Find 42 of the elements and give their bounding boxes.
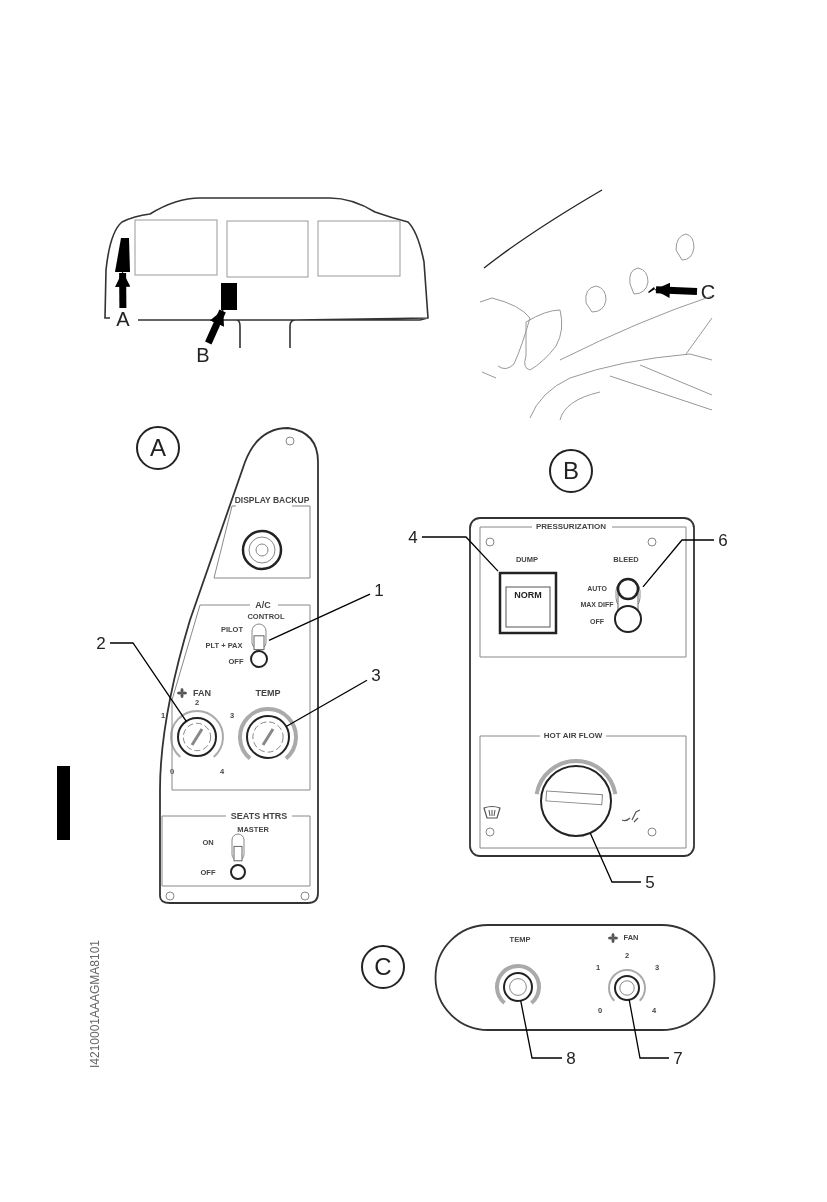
view-label: A <box>136 426 180 470</box>
control-panel <box>468 516 696 858</box>
leader-line <box>109 642 187 722</box>
panel-label: DISPLAY BACKUP <box>234 495 310 505</box>
panel-label: FAN <box>193 688 211 698</box>
callout-number: 2 <box>92 633 110 653</box>
toggle-switch <box>229 832 247 880</box>
panel-label: TEMP <box>255 688 281 698</box>
panel-label: HOT AIR FLOW <box>543 732 603 740</box>
location-mark <box>647 286 656 293</box>
button-label: NORM <box>514 590 542 600</box>
arrow <box>205 309 226 345</box>
callout-number: 8 <box>562 1048 580 1068</box>
callout-number: 1 <box>370 580 388 600</box>
view-label: C <box>361 945 405 989</box>
panel-label: PRESSURIZATION <box>535 523 607 531</box>
leader-line <box>421 536 499 572</box>
guarded-switch <box>498 571 558 635</box>
location-mark <box>220 282 238 311</box>
toggle-switch <box>613 577 643 633</box>
view-label: B <box>549 449 593 493</box>
leader-line <box>642 539 715 588</box>
panel-label: SEATS HTRS <box>230 811 288 821</box>
document-code: I4210001AAAGMA8101 <box>89 939 101 1069</box>
callout-number: 3 <box>367 665 385 685</box>
view-letter: B <box>192 343 214 367</box>
arrow <box>115 271 131 309</box>
leader-line <box>520 1000 563 1059</box>
callout-number: 7 <box>669 1048 687 1068</box>
callout-number: 5 <box>641 872 659 892</box>
leader-line <box>628 999 670 1059</box>
callout-number: 4 <box>404 527 422 547</box>
toggle-switch <box>249 622 269 668</box>
leader-line <box>285 679 368 728</box>
leader-line <box>268 593 371 642</box>
location-mark <box>114 237 131 273</box>
panel-label: A/C <box>255 600 271 610</box>
callout-number: 6 <box>714 530 732 550</box>
arrow <box>654 282 698 298</box>
leader-line <box>589 832 642 883</box>
view-letter: A <box>112 308 134 330</box>
view-letter: C <box>697 280 719 304</box>
